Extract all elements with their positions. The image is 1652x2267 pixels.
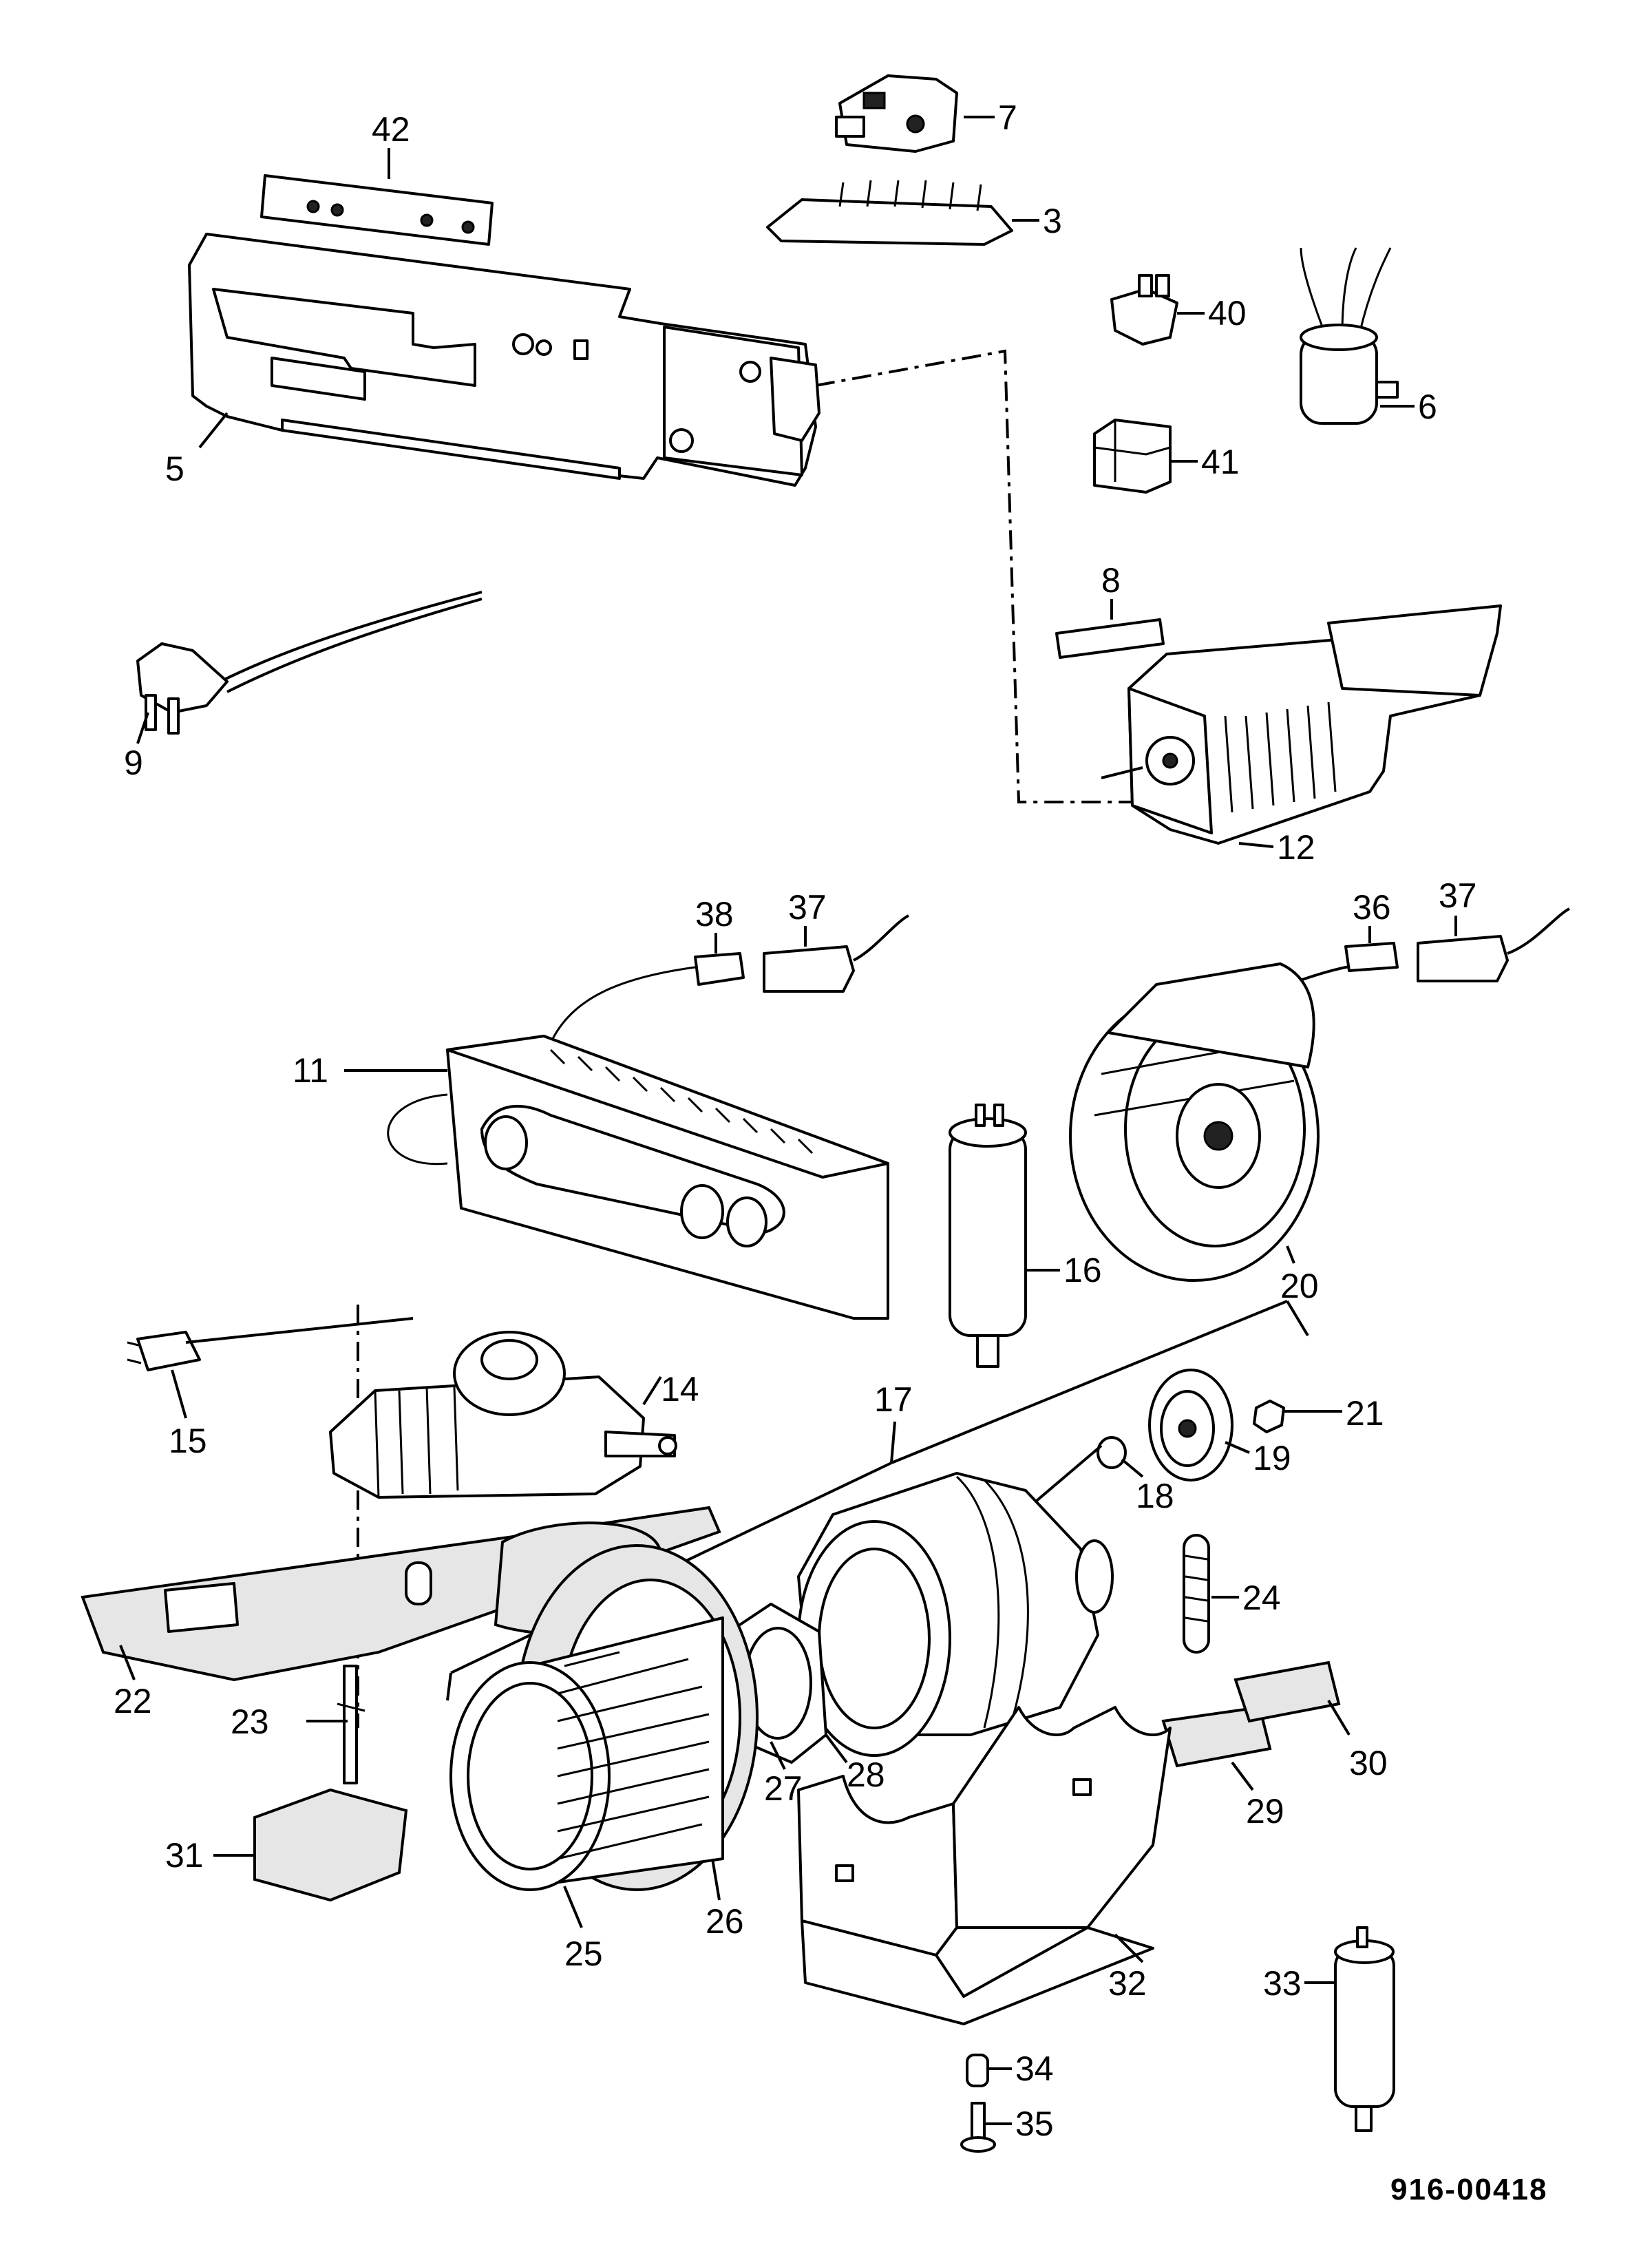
- part-32-motor-bracket: [797, 1706, 1172, 2025]
- callout-17: 17: [874, 1380, 913, 1419]
- callout-38: 38: [695, 895, 734, 934]
- callout-22: 22: [114, 1682, 152, 1720]
- callout-12: 12: [1277, 828, 1315, 867]
- callout-11: 11: [293, 1051, 328, 1090]
- part-42-circuit-board: [260, 174, 494, 246]
- part-33-capacitor: [1334, 1926, 1395, 2132]
- callout-6: 6: [1418, 388, 1437, 426]
- callout-32: 32: [1108, 1964, 1147, 2003]
- part-17-assembly-bracket: [446, 1300, 1309, 1701]
- callout-30: 30: [1349, 1744, 1388, 1782]
- callout-33: 33: [1263, 1964, 1302, 2003]
- callout-3: 3: [1043, 202, 1062, 240]
- callout-18: 18: [1136, 1477, 1174, 1515]
- callout-34: 34: [1015, 2049, 1054, 2088]
- part-6-capacitor: [1300, 247, 1399, 425]
- part-21-nut: [1253, 1400, 1285, 1433]
- callout-35: 35: [1015, 2105, 1054, 2143]
- part-31-foam-block: [253, 1788, 408, 1902]
- part-38-connector: [694, 952, 745, 986]
- callout-42: 42: [372, 110, 410, 149]
- callout-19: 19: [1253, 1439, 1291, 1477]
- part-37-connector-right: [1417, 907, 1570, 982]
- callout-31: 31: [165, 1836, 204, 1875]
- callout-14: 14: [661, 1370, 699, 1409]
- callout-20: 20: [1280, 1267, 1319, 1305]
- part-36-connector: [1344, 942, 1399, 972]
- part-37-connector-left: [763, 914, 909, 993]
- part-30-filter: [1233, 1660, 1341, 1723]
- callout-7: 7: [998, 98, 1017, 137]
- callout-labels: 42 7 3 40 6 41 5 8 9 12 38 37 36 37 11 1…: [114, 98, 1477, 2143]
- callout-27: 27: [764, 1769, 803, 1808]
- part-15-micro-switch: [127, 1317, 414, 1371]
- part-18-washer: [1097, 1436, 1127, 1469]
- callout-28: 28: [847, 1755, 885, 1794]
- main-motor: [797, 1444, 1114, 1757]
- callout-5: 5: [165, 450, 184, 488]
- part-41-relay: [1093, 419, 1172, 494]
- part-19-pulley: [1148, 1369, 1233, 1482]
- callout-15: 15: [169, 1422, 207, 1460]
- part-12-program-timer: [1101, 604, 1502, 845]
- callout-16: 16: [1063, 1251, 1102, 1289]
- part-11-heater-element: [344, 966, 889, 1320]
- callout-29: 29: [1246, 1792, 1284, 1831]
- part-3-terminal-block: [766, 180, 1013, 246]
- leader-lines: [119, 116, 1457, 2125]
- callout-8: 8: [1101, 561, 1121, 600]
- part-40-connector: [1110, 274, 1178, 346]
- part-24-spring: [1183, 1534, 1210, 1654]
- part-29-filter: [1161, 1705, 1272, 1768]
- callout-9: 9: [124, 744, 143, 782]
- part-25-drum-blower: [449, 1616, 724, 1891]
- document-number: 916-00418: [1390, 2173, 1547, 2206]
- part-8-connector-strip: [1055, 618, 1165, 659]
- part-23-pin: [337, 1665, 366, 1784]
- part-20-blower-wheel: [1069, 962, 1377, 1282]
- callout-41: 41: [1201, 443, 1240, 481]
- part-14-motor: [329, 1331, 677, 1499]
- callout-36: 36: [1353, 888, 1391, 927]
- callout-37-right: 37: [1439, 876, 1477, 915]
- part-34-grommet: [966, 2054, 989, 2087]
- callout-37-left: 37: [788, 888, 827, 927]
- callout-25: 25: [564, 1934, 603, 1973]
- callout-21: 21: [1346, 1394, 1384, 1433]
- part-7-switch: [835, 74, 958, 153]
- part-16-capacitor: [949, 1104, 1027, 1368]
- callout-40: 40: [1208, 294, 1247, 333]
- callout-23: 23: [231, 1702, 269, 1741]
- part-35-screw: [960, 2102, 996, 2153]
- part-5-control-panel-frame: [188, 233, 820, 487]
- callout-24: 24: [1242, 1579, 1281, 1617]
- part-9-power-cord-plug: [136, 591, 483, 735]
- callout-26: 26: [706, 1902, 744, 1941]
